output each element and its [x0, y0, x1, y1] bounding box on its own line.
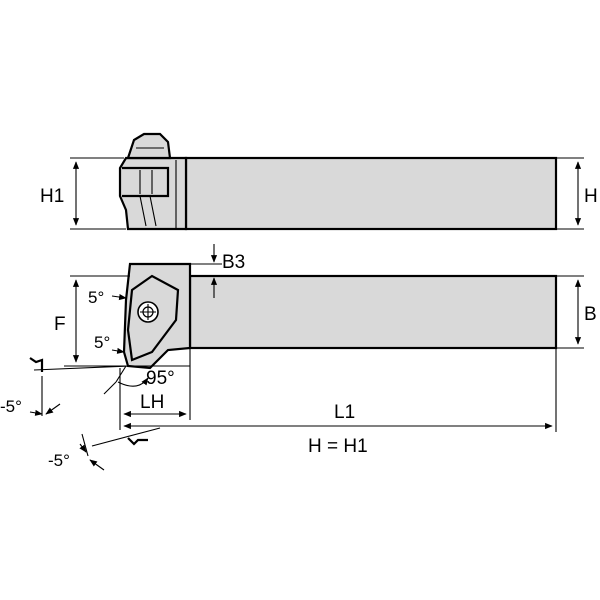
angle-95-arc	[117, 377, 149, 387]
top-view-shank	[188, 274, 558, 350]
label-h1-side: H1	[40, 186, 64, 207]
side-view-insert	[122, 166, 170, 198]
side-view-shank	[184, 156, 558, 231]
label-angle-95: 95°	[146, 368, 175, 389]
label-angle-5-top: 5°	[88, 288, 104, 307]
label-f: F	[54, 314, 66, 335]
side-view	[70, 132, 584, 231]
label-b: B	[584, 304, 597, 325]
side-view-head	[118, 156, 188, 231]
label-angle-5-mid: 5°	[94, 333, 110, 352]
top-view	[29, 244, 584, 471]
label-l1: L1	[334, 402, 355, 423]
label-h-equals-h1: H = H1	[308, 436, 368, 457]
label-angle-neg5-left: -5°	[0, 397, 22, 416]
label-angle-neg5-bottom: -5°	[48, 451, 70, 470]
label-lh: LH	[140, 392, 164, 413]
label-h-side: H	[584, 186, 598, 207]
label-b3: B3	[222, 252, 245, 273]
side-view-clamp	[126, 132, 172, 160]
